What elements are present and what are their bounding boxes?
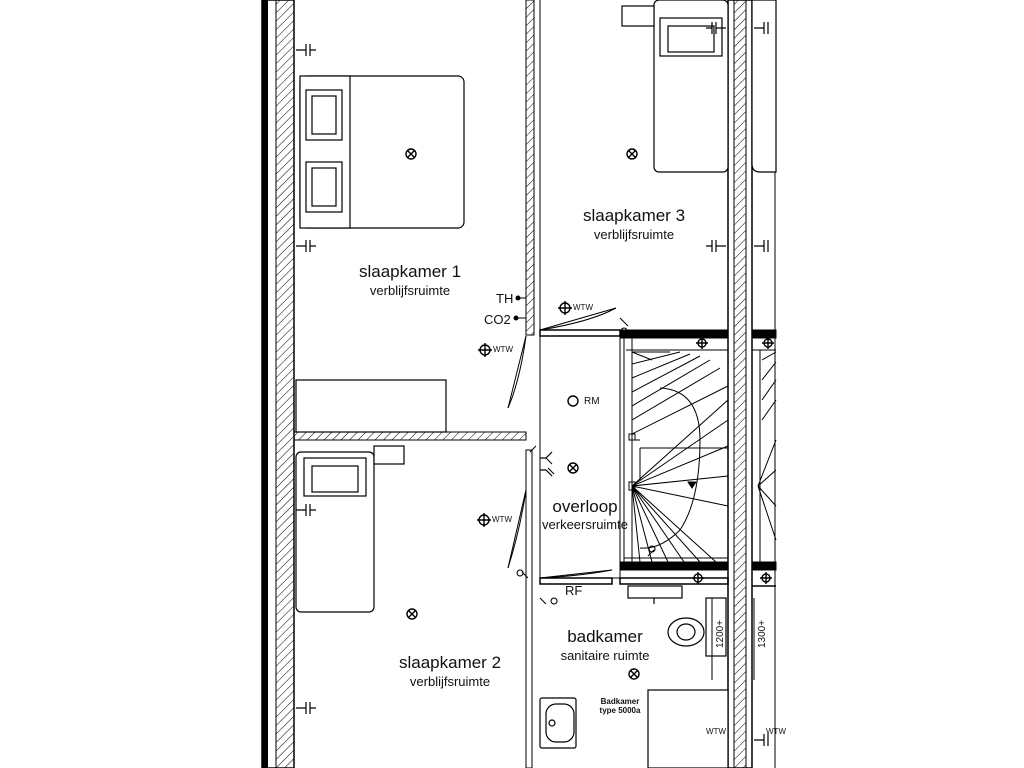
bathroom-note-line1: Badkamer xyxy=(600,697,640,706)
overloop-outline xyxy=(539,335,621,579)
neighbour-bed xyxy=(751,0,777,173)
wtw-label: WTW xyxy=(766,727,786,736)
neighbour-staircase xyxy=(752,349,777,562)
bathroom-note-line2: type 5000a xyxy=(599,706,641,715)
room-name-slaapkamer-1: slaapkamer 1 xyxy=(358,262,462,281)
wtw-label: WTW xyxy=(573,303,593,312)
dimension-marks xyxy=(711,598,755,680)
dimension-label: 1300+ xyxy=(757,619,768,648)
co2-label: CO2 xyxy=(484,312,511,327)
dimension-label: 1200+ xyxy=(715,619,726,648)
smoke-detector-icon xyxy=(567,395,579,407)
room-name-overloop: overloop xyxy=(552,497,618,516)
partition-walls xyxy=(293,0,777,768)
exterior-wall-left xyxy=(261,0,295,768)
party-wall-right xyxy=(727,0,776,768)
ceiling-lights xyxy=(405,148,640,680)
wardrobe xyxy=(295,379,447,433)
wtw-label: WTW xyxy=(706,727,726,736)
room-type-overloop: verkeersruimte xyxy=(542,517,628,532)
room-name-slaapkamer-3: slaapkamer 3 xyxy=(582,206,686,225)
double-bed xyxy=(299,75,465,229)
rm-label: RM xyxy=(584,396,600,407)
room-name-slaapkamer-2: slaapkamer 2 xyxy=(398,653,502,672)
room-name-badkamer: badkamer xyxy=(567,627,643,646)
wtw-vents xyxy=(477,301,774,738)
room-type-slaapkamer-3: verblijfsruimte xyxy=(593,227,675,242)
th-label: TH xyxy=(496,291,514,306)
rf-label: RF xyxy=(565,583,583,598)
room-type-slaapkamer-2: verblijfsruimte xyxy=(409,674,491,689)
room-type-slaapkamer-1: verblijfsruimte xyxy=(369,283,451,298)
room-type-badkamer: sanitaire ruimte xyxy=(560,648,650,663)
single-bed-bedroom-2 xyxy=(295,445,405,613)
wtw-label: WTW xyxy=(493,345,513,354)
wtw-label: WTW xyxy=(492,515,512,524)
doors xyxy=(507,307,629,605)
staircase xyxy=(623,337,729,563)
bathroom-fixtures xyxy=(539,585,729,768)
sensor-dots xyxy=(513,295,526,321)
